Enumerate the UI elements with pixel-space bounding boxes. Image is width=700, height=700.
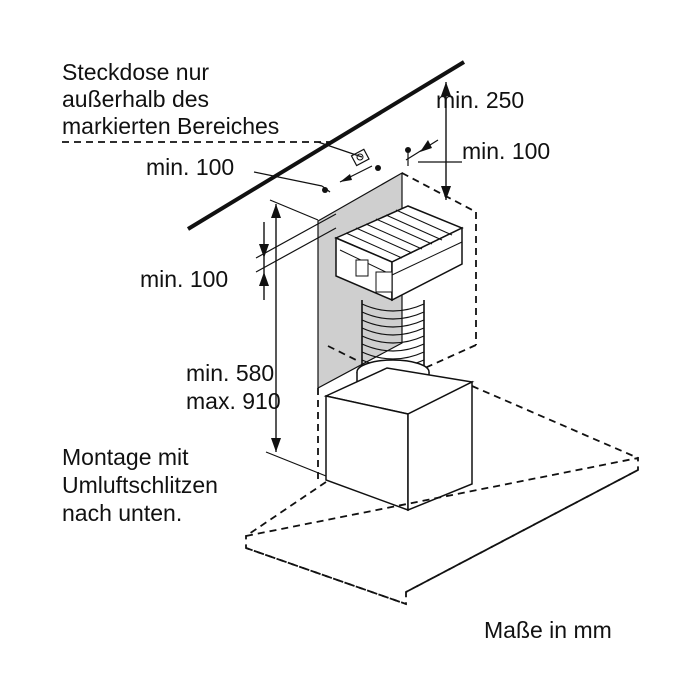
hood-outline xyxy=(245,385,639,606)
label-min-100-top: min. 100 xyxy=(146,154,234,180)
socket-note-line-2: außerhalb des xyxy=(62,86,209,112)
mount-note-line-2: Umluftschlitzen xyxy=(62,472,218,498)
dimension-height xyxy=(265,199,327,477)
socket-note-leader xyxy=(317,141,363,158)
dimension-min-100-left xyxy=(255,213,337,300)
label-min-250: min. 250 xyxy=(436,87,524,113)
label-min-100-right: min. 100 xyxy=(462,138,550,164)
units-note: Maße in mm xyxy=(484,617,612,643)
carbon-filter-unit xyxy=(334,205,464,302)
label-min-100-left: min. 100 xyxy=(140,266,228,292)
reference-dot xyxy=(322,187,328,193)
clearance-box xyxy=(317,172,477,480)
ceiling-line xyxy=(186,60,466,231)
mount-note-line-3: nach unten. xyxy=(62,500,182,526)
socket-note-line-3: markierten Bereiches xyxy=(62,113,279,139)
dimension-min-250 xyxy=(441,82,451,200)
label-min-580: min. 580 xyxy=(186,360,274,386)
chimney-box xyxy=(323,367,475,512)
label-max-910: max. 910 xyxy=(186,388,281,414)
socket-note-line-1: Steckdose nur xyxy=(62,59,209,85)
reference-dot xyxy=(375,165,381,171)
socket-symbol xyxy=(350,148,370,167)
dimension-min-100-right xyxy=(405,139,462,166)
mount-note-line-1: Montage mit xyxy=(62,444,189,470)
dimension-min-100-top xyxy=(253,165,373,193)
